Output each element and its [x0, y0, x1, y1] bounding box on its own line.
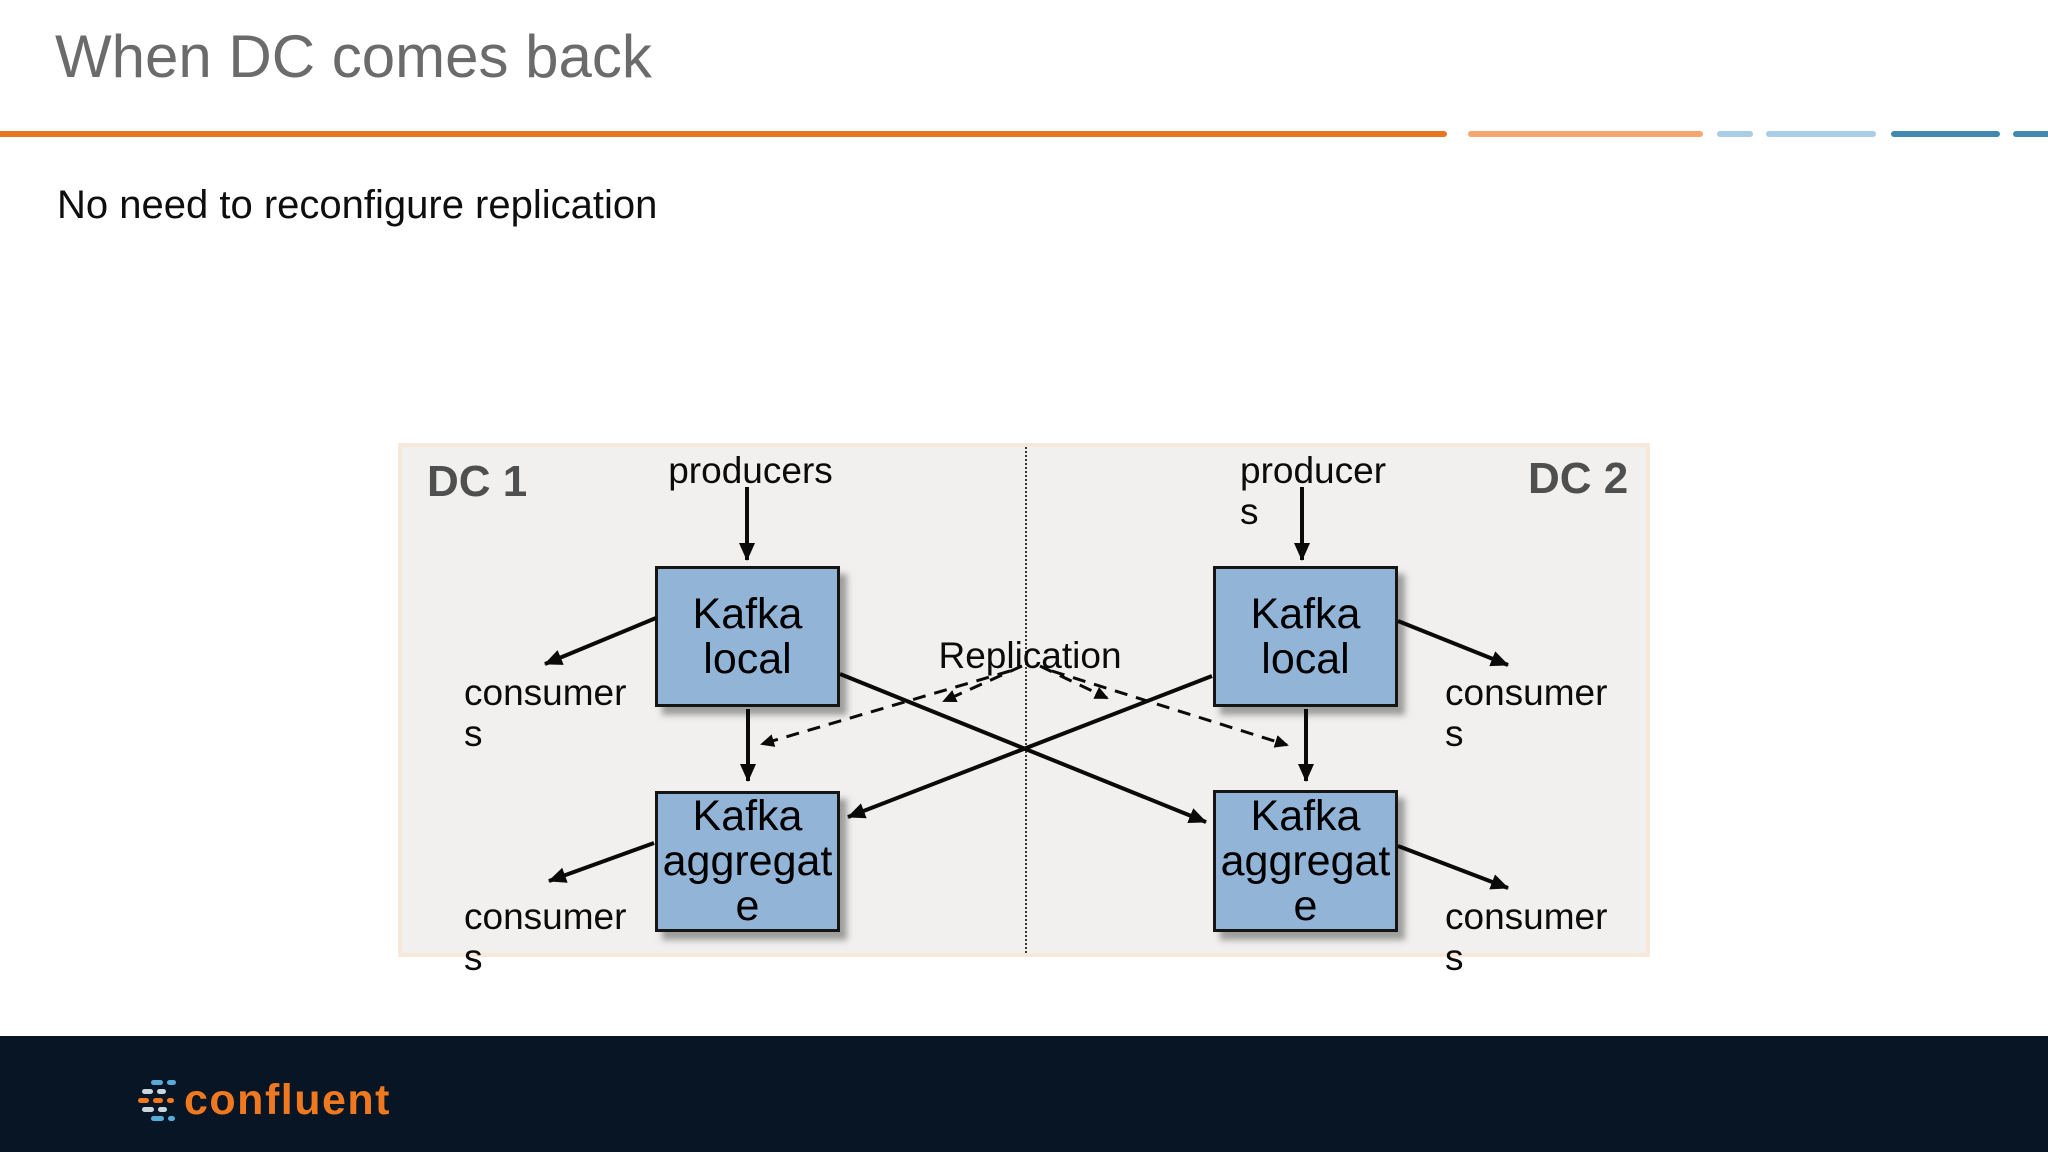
dc1-kafka-local-line2: local: [703, 634, 792, 683]
logo-dash: [167, 1080, 176, 1085]
logo-dash: [153, 1098, 163, 1103]
dc2-kafka-aggregate-line3: e: [1293, 881, 1318, 930]
replication-label: Replication: [938, 635, 1122, 676]
dc2-producers-line1: producer: [1240, 450, 1387, 491]
dc2-consumers-top-line1: consumer: [1445, 672, 1608, 713]
confluent-logo-icon: [138, 1074, 178, 1126]
dc2-consumers-top-label: consumer s: [1445, 672, 1615, 754]
confluent-logo: confluent: [138, 1074, 458, 1130]
dc1-consumers-bottom-line1: consumer: [464, 896, 627, 937]
dc1-consumers-top-label: consumer s: [464, 672, 634, 754]
dc-divider-dotted-line: [1025, 447, 1027, 953]
dc2-consumers-bottom-label: consumer s: [1445, 896, 1615, 978]
logo-dash: [142, 1107, 154, 1112]
dc1-kafka-local-line1: Kafka: [692, 589, 803, 638]
slide-title: When DC comes back: [55, 23, 652, 90]
dc2-kafka-local-line1: Kafka: [1250, 589, 1361, 638]
slide-subtitle: No need to reconfigure replication: [57, 183, 658, 227]
dc1-kafka-local-box: Kafka local: [655, 566, 840, 707]
dc1-kafka-aggregate-line2: aggregat: [662, 837, 833, 885]
accent-bar-segment-2: [1468, 131, 1703, 137]
dc2-label: DC 2: [1528, 454, 1629, 503]
dc2-kafka-aggregate-line2: aggregat: [1220, 836, 1391, 885]
logo-dash: [158, 1107, 167, 1112]
logo-dash: [168, 1116, 175, 1121]
footer-bar: confluent: [0, 1036, 2048, 1152]
accent-bar-segment-3: [1717, 131, 1753, 137]
accent-bar-segment-1: [0, 131, 1447, 137]
logo-dash: [167, 1098, 174, 1103]
dc2-kafka-local-line2: local: [1261, 634, 1350, 683]
dc2-producers-line2: s: [1240, 491, 1259, 532]
dc1-consumers-top-line1: consumer: [464, 672, 627, 713]
logo-dash: [157, 1089, 166, 1094]
dc1-consumers-top-line2: s: [464, 713, 483, 754]
logo-dash: [151, 1080, 163, 1085]
accent-bar-segment-6: [2013, 131, 2048, 137]
dc1-kafka-aggregate-box: Kafka aggregat e: [655, 791, 840, 932]
logo-dash: [138, 1098, 149, 1103]
dc2-consumers-bottom-line2: s: [1445, 937, 1464, 978]
dc2-kafka-aggregate-line1: Kafka: [1250, 791, 1361, 840]
dc2-consumers-top-line2: s: [1445, 713, 1464, 754]
dc1-consumers-bottom-label: consumer s: [464, 896, 634, 978]
dc2-kafka-aggregate-box: Kafka aggregat e: [1213, 790, 1398, 932]
dc2-kafka-local-box: Kafka local: [1213, 566, 1398, 707]
accent-bar-segment-5: [1891, 131, 2000, 137]
dc1-kafka-aggregate-line3: e: [735, 882, 760, 930]
dc1-consumers-bottom-line2: s: [464, 937, 483, 978]
dc1-producers-line1: producers: [668, 450, 833, 491]
logo-dash: [142, 1089, 153, 1094]
accent-bar-segment-4: [1766, 131, 1876, 137]
dc2-consumers-bottom-line1: consumer: [1445, 896, 1608, 937]
confluent-logo-text: confluent: [184, 1076, 391, 1124]
dc1-kafka-aggregate-line1: Kafka: [692, 792, 803, 840]
dc1-label: DC 1: [427, 457, 528, 506]
dc2-producers-label: producer s: [1240, 450, 1415, 532]
dc1-producers-label: producers: [663, 450, 838, 491]
logo-dash: [151, 1116, 164, 1121]
